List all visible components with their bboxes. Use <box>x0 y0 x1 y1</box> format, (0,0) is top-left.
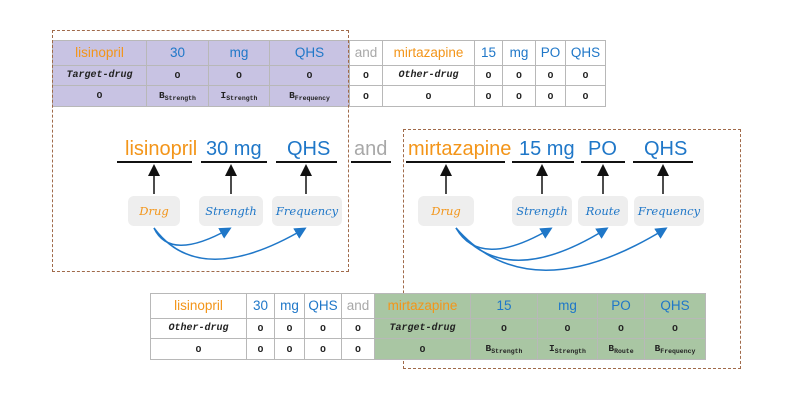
token-cell: 15 <box>470 293 538 319</box>
underline <box>633 161 693 163</box>
word-qhs-left: QHS <box>287 138 331 160</box>
token-cell: 15 <box>474 40 503 66</box>
tag-cell: BStrength <box>470 338 538 360</box>
tag-row: O O O O O O BStrength IStrength BRoute B… <box>150 338 706 360</box>
token-cell: mg <box>537 293 598 319</box>
role-cell: O <box>146 65 209 86</box>
role-cell: O <box>644 318 706 339</box>
tag-cell: O <box>349 85 383 107</box>
bottom-tagging-table: lisinopril 30 mg QHS and mirtazapine 15 … <box>150 293 706 360</box>
relation-arrow <box>455 227 668 271</box>
relation-arrow <box>153 227 307 260</box>
relation-arrow <box>455 227 553 250</box>
role-cell: O <box>269 65 350 86</box>
word-po: PO <box>588 138 617 160</box>
word-qhs-right: QHS <box>644 138 688 160</box>
token-cell: 30 <box>246 293 275 319</box>
word-15mg: 15 mg <box>519 138 575 160</box>
node-drug-left: Drug <box>128 196 180 226</box>
underline <box>276 161 337 163</box>
underline <box>406 161 505 163</box>
tag-row: O BStrength IStrength BFrequency O O O O… <box>52 85 606 107</box>
role-cell: O <box>341 318 375 339</box>
tag-cell: O <box>246 338 275 360</box>
node-frequency-right: Frequency <box>634 196 704 226</box>
word-mirtazapine: mirtazapine <box>408 138 512 160</box>
token-cell: mirtazapine <box>382 40 475 66</box>
tag-cell: BRoute <box>597 338 645 360</box>
role-cell: Other-drug <box>150 318 247 339</box>
tag-cell: O <box>565 85 606 107</box>
token-cell: lisinopril <box>52 40 147 66</box>
token-cell: PO <box>597 293 645 319</box>
word-lisinopril: lisinopril <box>125 138 198 160</box>
tag-cell: IStrength <box>537 338 598 360</box>
token-cell: and <box>349 40 383 66</box>
token-cell: mirtazapine <box>374 293 471 319</box>
token-cell: QHS <box>304 293 342 319</box>
role-cell: O <box>597 318 645 339</box>
tag-cell: O <box>150 338 247 360</box>
tag-cell: O <box>52 85 147 107</box>
tag-cell: IStrength <box>208 85 270 107</box>
node-strength-left: Strength <box>199 196 263 226</box>
node-strength-right: Strength <box>512 196 572 226</box>
tag-cell: BFrequency <box>269 85 350 107</box>
role-cell: O <box>537 318 598 339</box>
role-cell: O <box>470 318 538 339</box>
token-cell: lisinopril <box>150 293 247 319</box>
role-cell: O <box>274 318 305 339</box>
underline <box>117 161 192 163</box>
underline <box>581 161 625 163</box>
tag-cell: BFrequency <box>644 338 706 360</box>
token-cell: QHS <box>644 293 706 319</box>
token-cell: mg <box>502 40 536 66</box>
token-cell: mg <box>274 293 305 319</box>
top-tagging-table: lisinopril 30 mg QHS and mirtazapine 15 … <box>52 40 606 107</box>
underline <box>512 161 574 163</box>
underline <box>351 161 391 163</box>
node-drug-right: Drug <box>418 196 474 226</box>
token-row: lisinopril 30 mg QHS and mirtazapine 15 … <box>52 40 606 66</box>
relation-arrow <box>153 227 232 246</box>
tag-cell: O <box>374 338 471 360</box>
tag-cell: O <box>304 338 342 360</box>
role-cell: O <box>304 318 342 339</box>
token-cell: QHS <box>565 40 606 66</box>
tag-cell: O <box>382 85 475 107</box>
node-frequency-left: Frequency <box>272 196 342 226</box>
role-row: Other-drug O O O O Target-drug O O O O <box>150 318 706 339</box>
token-cell: and <box>341 293 375 319</box>
node-route-right: Route <box>578 196 628 226</box>
word-30mg: 30 mg <box>206 138 262 160</box>
tag-cell: O <box>274 338 305 360</box>
tag-cell: O <box>341 338 375 360</box>
word-and: and <box>354 138 388 160</box>
role-cell: Target-drug <box>374 318 471 339</box>
underline <box>201 161 267 163</box>
relation-arrow <box>455 227 609 261</box>
token-row: lisinopril 30 mg QHS and mirtazapine 15 … <box>150 293 706 319</box>
role-cell: O <box>246 318 275 339</box>
